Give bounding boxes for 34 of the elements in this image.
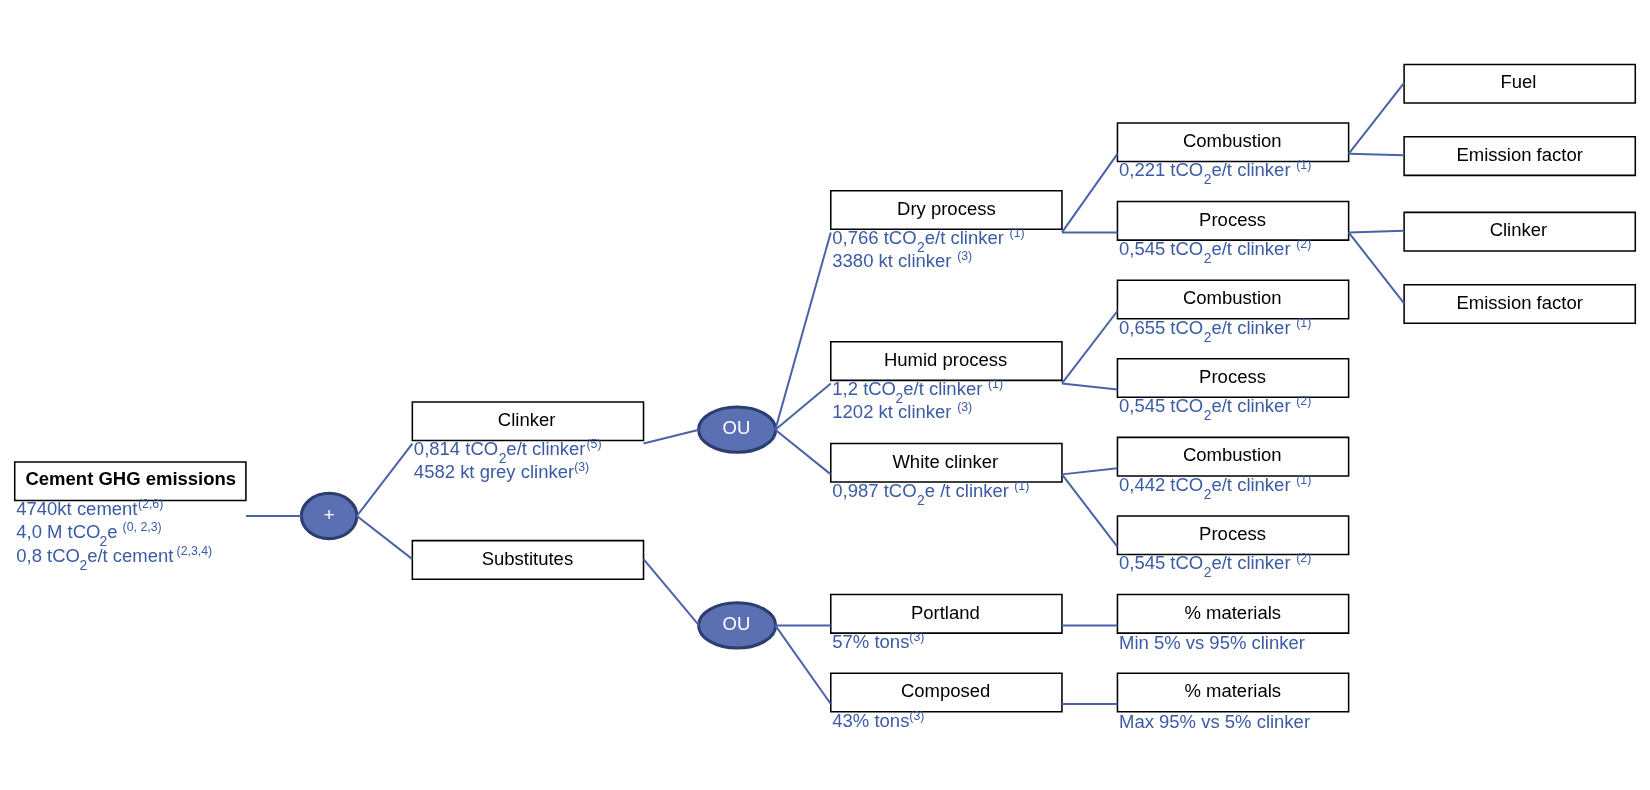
connector	[1060, 473, 1119, 548]
connector	[1347, 81, 1406, 155]
connector	[774, 231, 832, 431]
connector	[1347, 229, 1406, 234]
node-box: % materials	[1116, 593, 1350, 634]
node-ellipse: OU	[697, 405, 778, 454]
connector	[355, 442, 414, 517]
node-ellipse: +	[299, 491, 359, 541]
connector	[774, 382, 832, 431]
connector	[774, 428, 832, 476]
connector	[1060, 467, 1119, 476]
connector	[642, 428, 700, 445]
connector	[1060, 382, 1119, 391]
connector	[1060, 310, 1119, 385]
connector	[1060, 152, 1119, 234]
connector	[642, 558, 700, 627]
connector	[774, 624, 832, 705]
connector	[1060, 231, 1119, 234]
node-box: Clinker	[1403, 211, 1637, 252]
node-box: Fuel	[1403, 63, 1637, 104]
node-ellipse: OU	[697, 601, 778, 650]
node-box: Substitutes	[411, 539, 645, 580]
node-label: Max 95% vs 5% clinker	[1118, 711, 1311, 733]
connector	[1060, 703, 1119, 705]
node-box: Emission factor	[1403, 284, 1637, 325]
node-label: Min 5% vs 95% clinker	[1118, 632, 1305, 654]
connector	[244, 515, 303, 517]
connector	[774, 624, 832, 627]
connector	[355, 515, 414, 561]
node-box: Emission factor	[1403, 136, 1637, 177]
node-box: % materials	[1116, 672, 1350, 713]
connector	[1347, 231, 1406, 305]
connector	[1347, 152, 1406, 157]
connector	[1060, 624, 1119, 627]
